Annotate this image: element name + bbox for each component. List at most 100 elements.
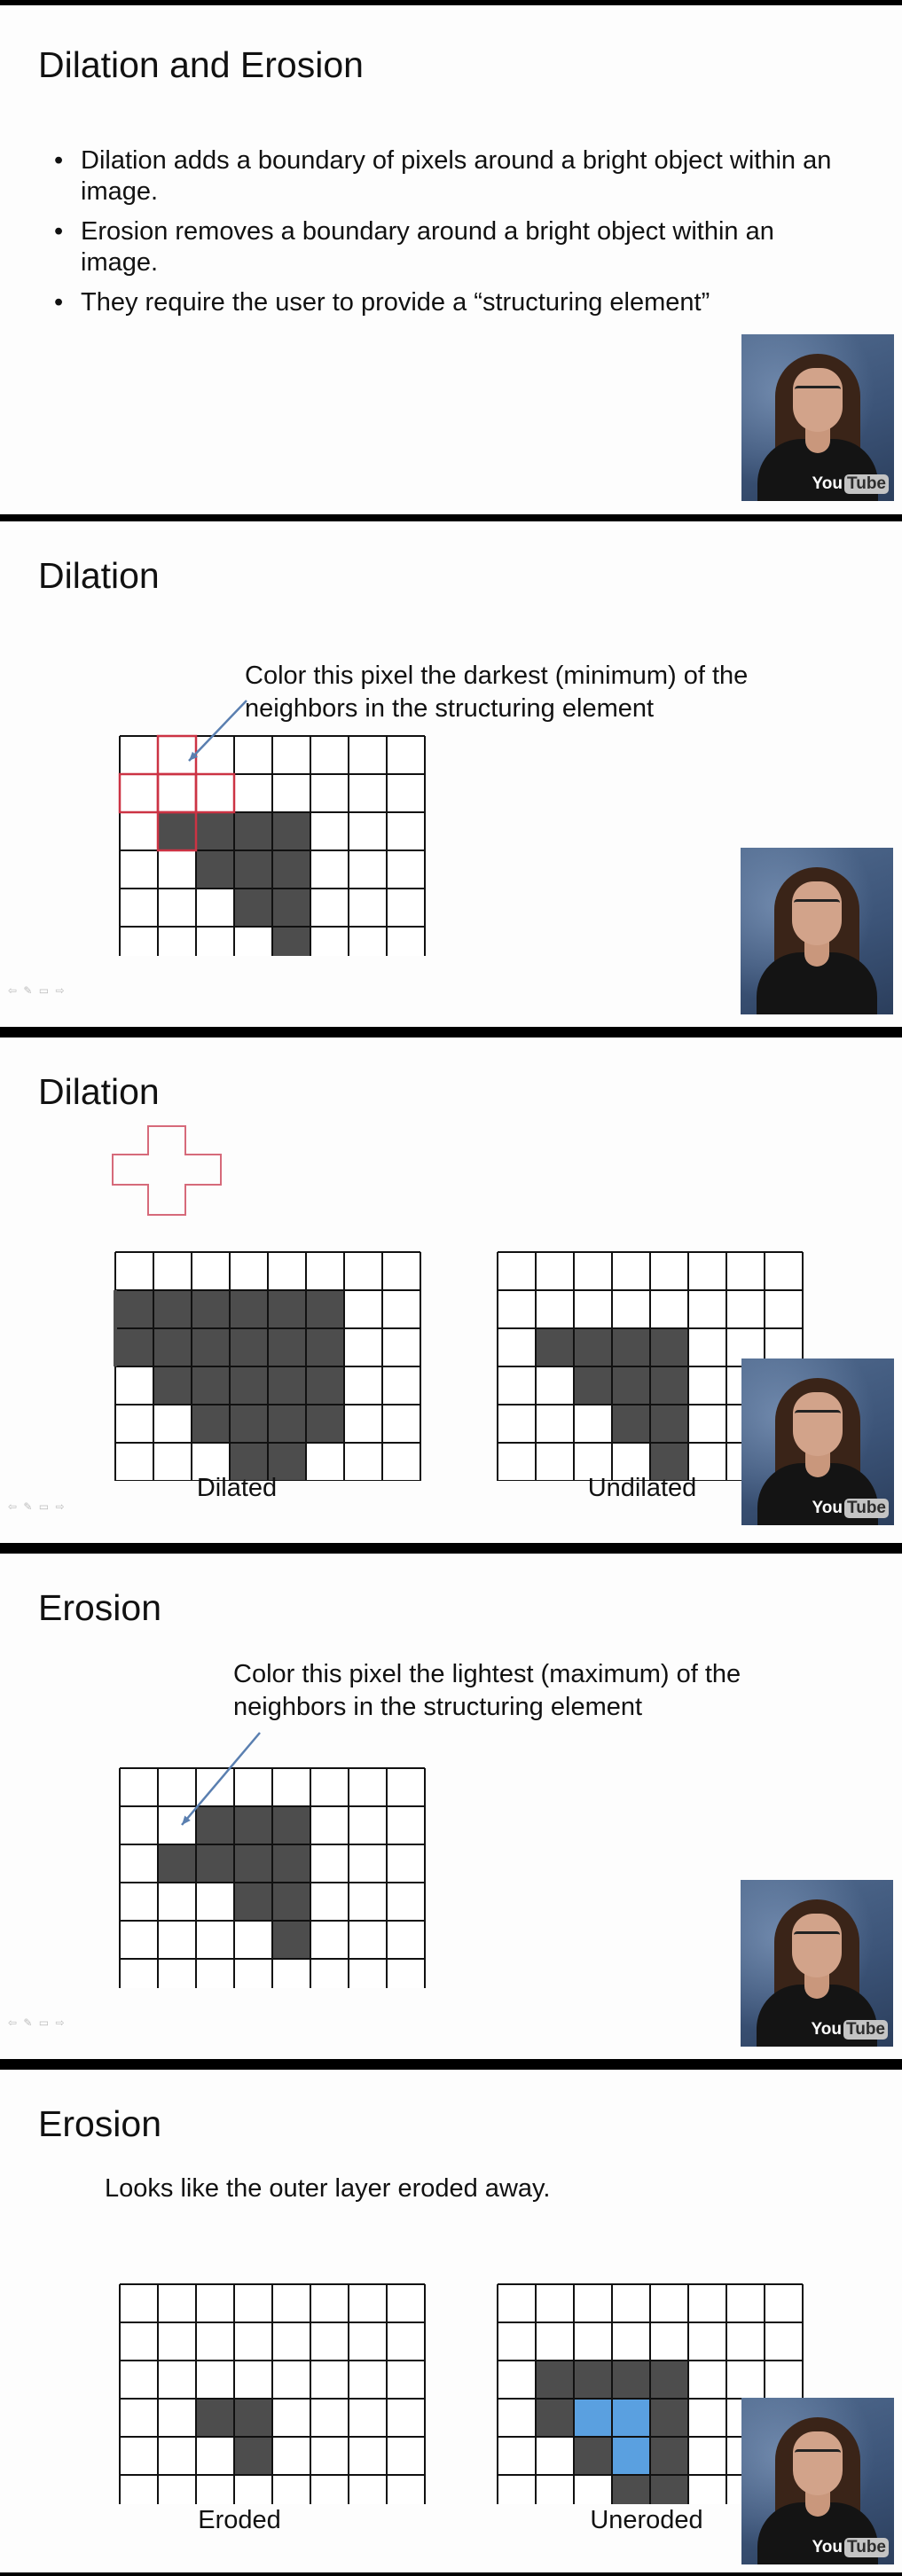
grid-cell xyxy=(234,1768,272,1806)
grid-cell xyxy=(310,1959,349,1988)
callout-arrow xyxy=(181,1732,261,1826)
grid-cell xyxy=(650,1290,688,1328)
object-pixel xyxy=(234,2437,272,2475)
object-pixel xyxy=(234,1844,272,1883)
object-pixel xyxy=(115,1290,153,1328)
slide-2-canvas: Dilation Color this pixel the darkest (m… xyxy=(3,521,899,1024)
grid-cell xyxy=(120,1806,158,1844)
slide-title: Dilation xyxy=(38,555,160,596)
grid-cell xyxy=(196,774,234,812)
grid-cell xyxy=(612,2322,650,2361)
grid-cell xyxy=(196,2284,234,2322)
grid-cell xyxy=(349,1921,387,1959)
grid-cell xyxy=(688,1443,726,1481)
grid-cell xyxy=(120,1921,158,1959)
grid-cell xyxy=(536,2322,574,2361)
object-pixel xyxy=(268,1328,306,1366)
grid-cell xyxy=(310,2322,349,2361)
object-pixel xyxy=(196,1844,234,1883)
grid-cell xyxy=(574,2475,612,2504)
grid-cell xyxy=(196,1959,234,1988)
grid-cell xyxy=(349,927,387,956)
object-pixel xyxy=(158,1844,196,1883)
slide-2: Dilation Color this pixel the darkest (m… xyxy=(0,521,902,1027)
grid-cell xyxy=(272,1768,310,1806)
object-pixel xyxy=(272,812,310,850)
slide-1: Dilation and Erosion •Dilation adds a bo… xyxy=(0,5,902,514)
grid-cell xyxy=(120,1768,158,1806)
grid-cell xyxy=(234,1959,272,1988)
grid-cell xyxy=(765,2322,803,2361)
structuring-element-cell xyxy=(156,810,198,852)
grid-cell xyxy=(498,2475,536,2504)
bullet-list: •Dilation adds a boundary of pixels arou… xyxy=(54,145,852,327)
object-pixel xyxy=(612,1405,650,1443)
callout-line: Color this pixel the darkest (minimum) o… xyxy=(245,662,749,690)
grid-cell xyxy=(349,736,387,774)
object-pixel xyxy=(234,889,272,927)
slide-4-canvas: Erosion Color this pixel the lightest (m… xyxy=(3,1554,899,2056)
object-pixel xyxy=(574,2437,612,2475)
grid-cell xyxy=(574,1443,612,1481)
object-pixel xyxy=(650,2437,688,2475)
undilated-caption: Undilated xyxy=(587,1474,697,1502)
grid-cell xyxy=(306,1252,344,1290)
grid-cell xyxy=(498,2284,536,2322)
object-pixel xyxy=(574,2361,612,2399)
eroded-grid xyxy=(119,2283,426,2504)
object-pixel xyxy=(306,1290,344,1328)
grid-cell xyxy=(158,1921,196,1959)
slide-controls[interactable]: ⇦ ✎ ▭ ⇨ xyxy=(8,1500,67,1513)
grid-cell xyxy=(688,2437,726,2475)
grid-cell xyxy=(349,889,387,927)
slide-5: Erosion Looks like the outer layer erode… xyxy=(0,2070,902,2572)
grid-cell xyxy=(158,2475,196,2504)
grid-cell xyxy=(272,2437,310,2475)
object-pixel xyxy=(574,1366,612,1405)
object-pixel xyxy=(230,1290,268,1328)
object-pixel xyxy=(234,1806,272,1844)
grid-cell xyxy=(498,2437,536,2475)
grid-cell xyxy=(387,2399,425,2437)
grid-cell xyxy=(765,1252,803,1290)
grid-cell xyxy=(382,1405,420,1443)
grid-cell xyxy=(349,1768,387,1806)
grid-cell xyxy=(498,1443,536,1481)
grid-cell xyxy=(158,889,196,927)
presenter-video[interactable] xyxy=(741,848,893,1014)
object-pixel xyxy=(612,1366,650,1405)
object-pixel xyxy=(272,1844,310,1883)
object-pixel xyxy=(234,2399,272,2437)
grid-cell xyxy=(310,927,349,956)
grid-cell xyxy=(272,736,310,774)
grid-cell xyxy=(498,1328,536,1366)
object-pixel xyxy=(272,1883,310,1921)
slide-controls[interactable]: ⇦ ✎ ▭ ⇨ xyxy=(8,2016,67,2029)
object-pixel xyxy=(650,1328,688,1366)
grid-cell xyxy=(387,1959,425,1988)
callout-text: Color this pixel the darkest (minimum) o… xyxy=(245,660,748,725)
grid-cell xyxy=(688,2475,726,2504)
object-pixel xyxy=(153,1328,192,1366)
object-pixel xyxy=(230,1405,268,1443)
object-pixel xyxy=(192,1328,230,1366)
grid-cell xyxy=(387,1921,425,1959)
grid-cell xyxy=(192,1252,230,1290)
grid-cell xyxy=(726,1290,765,1328)
bullet-text: They require the user to provide a “stru… xyxy=(81,288,710,317)
grid-cell xyxy=(349,2284,387,2322)
grid-cell xyxy=(158,736,196,774)
object-pixel xyxy=(153,1366,192,1405)
object-pixel xyxy=(114,1290,117,1366)
object-pixel xyxy=(153,1290,192,1328)
grid-cell xyxy=(310,2399,349,2437)
slide-controls[interactable]: ⇦ ✎ ▭ ⇨ xyxy=(8,984,67,997)
